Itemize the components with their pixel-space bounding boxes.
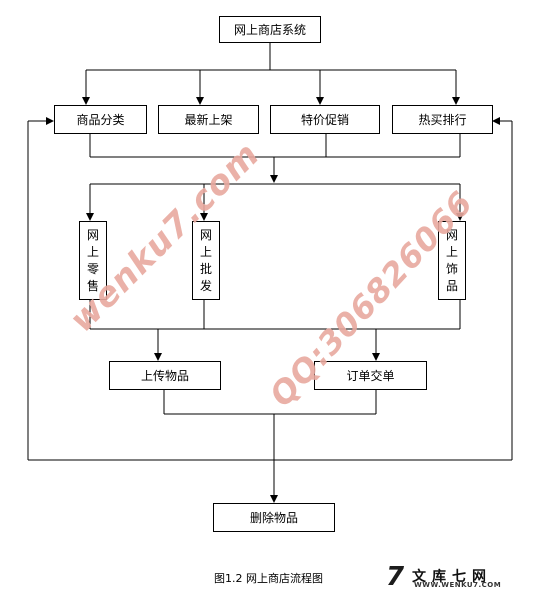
node-wholesale-char-4: 发: [199, 278, 212, 293]
node-accessories-char-3: 饰: [445, 261, 458, 276]
logo-seven-icon: 7: [386, 562, 405, 592]
node-root: 网上商店系统: [219, 16, 321, 43]
node-retail-char-3: 零: [86, 261, 99, 276]
node-accessories-char-2: 上: [445, 244, 458, 259]
logo-url: WWW.WENKU7.COM: [414, 581, 502, 589]
node-hot: 热买排行: [392, 105, 493, 134]
node-order: 订单交单: [314, 361, 427, 390]
node-delete: 删除物品: [213, 503, 335, 532]
node-retail-char-1: 网: [86, 227, 99, 242]
node-category: 商品分类: [54, 105, 147, 134]
node-wholesale-char-2: 上: [199, 244, 212, 259]
node-newest: 最新上架: [158, 105, 259, 134]
figure-caption: 图1.2 网上商店流程图: [214, 572, 323, 585]
node-upload: 上传物品: [109, 361, 221, 390]
node-wholesale-char-3: 批: [199, 261, 212, 276]
logo-text: 文库七网: [412, 569, 492, 585]
node-accessories: 网 上 饰 品: [438, 221, 466, 300]
node-retail-char-4: 售: [86, 278, 99, 293]
node-retail-char-2: 上: [86, 244, 99, 259]
node-wholesale-char-1: 网: [199, 227, 212, 242]
node-retail: 网 上 零 售: [79, 221, 107, 300]
site-logo: 7 文库七网 WWW.WENKU7.COM: [386, 562, 534, 592]
node-wholesale: 网 上 批 发: [192, 221, 220, 300]
node-accessories-char-4: 品: [445, 278, 458, 293]
node-promotion: 特价促销: [270, 105, 380, 134]
node-accessories-char-1: 网: [445, 227, 458, 242]
